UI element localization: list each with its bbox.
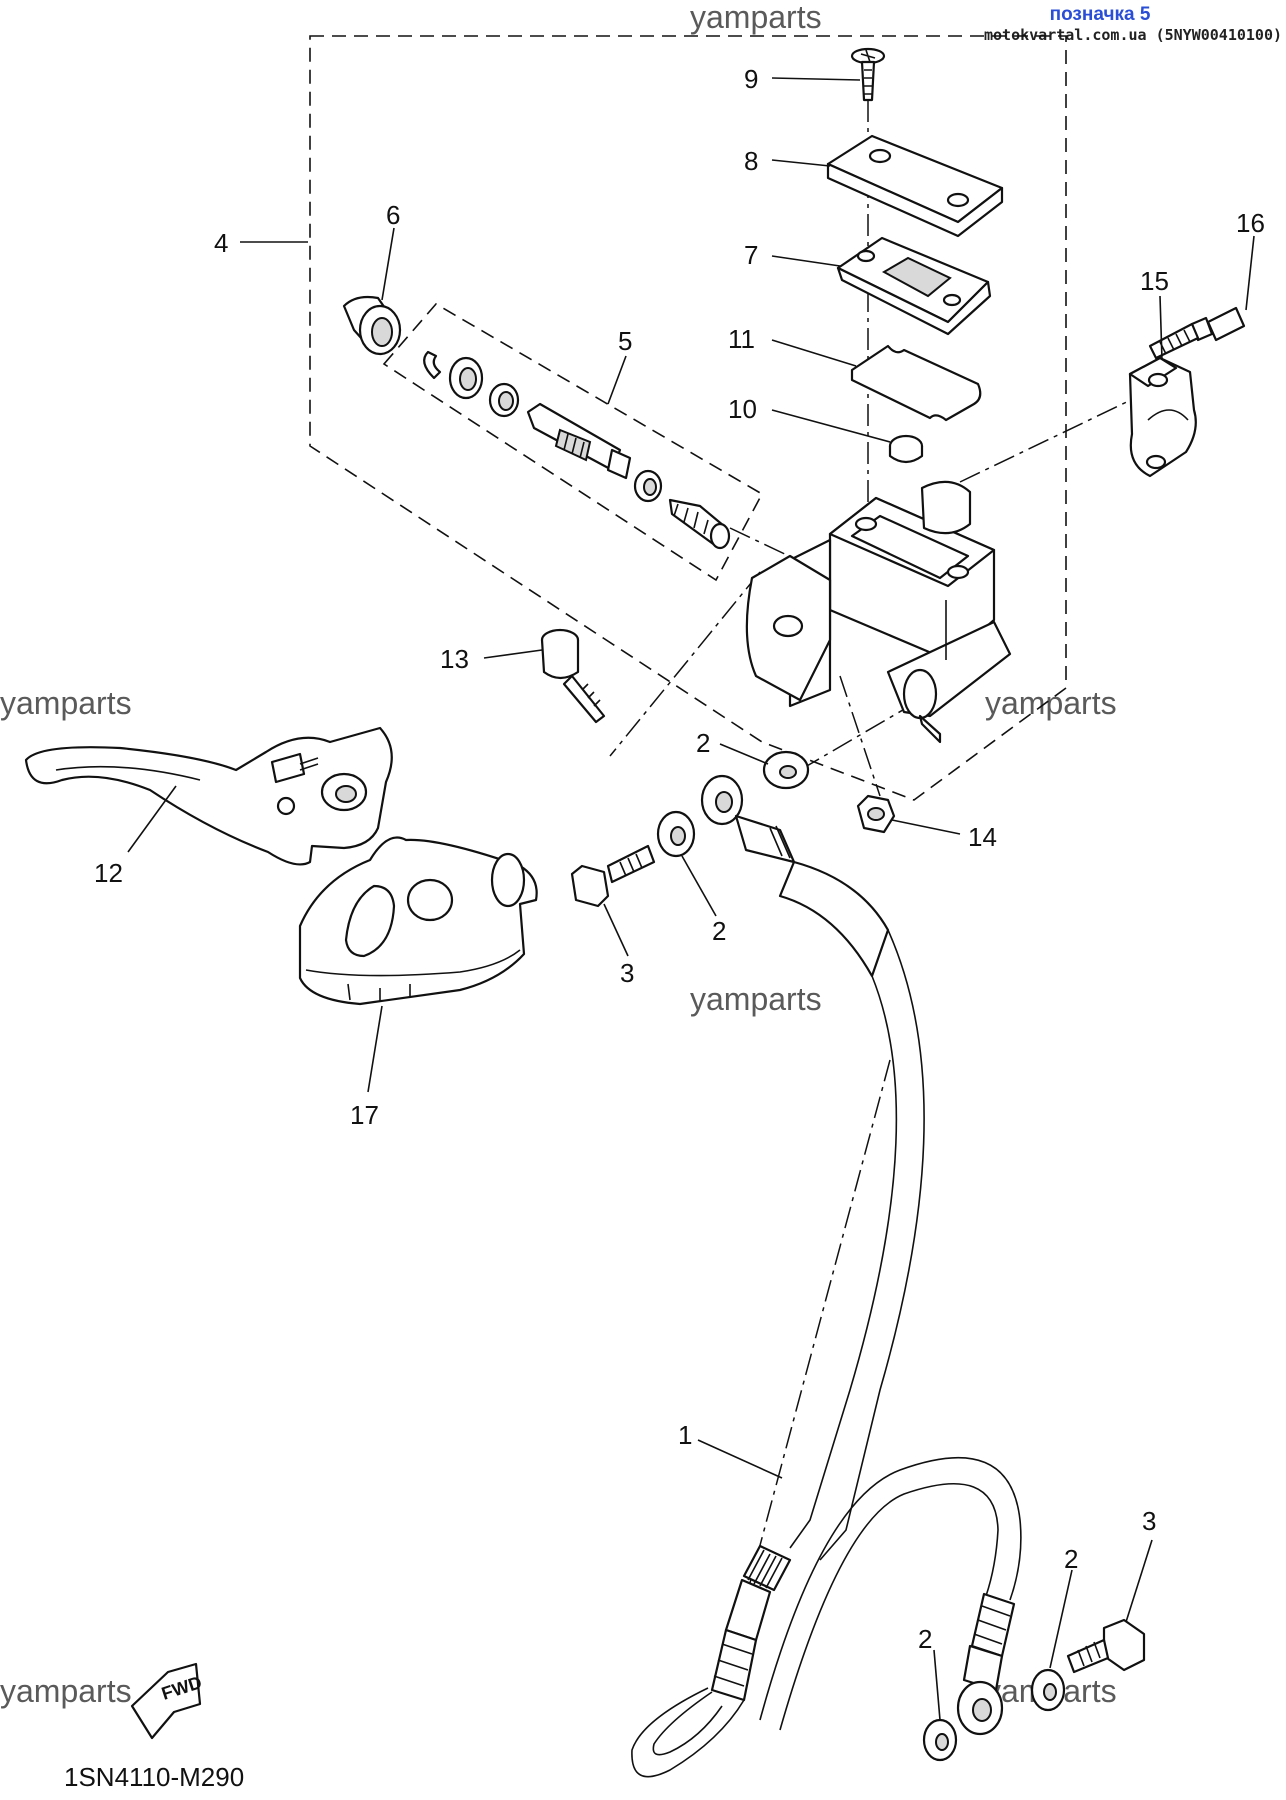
screw-part — [850, 47, 886, 102]
leader-15 — [1159, 295, 1163, 361]
boot-part — [342, 295, 402, 356]
header-title: позначка 5 — [1049, 4, 1151, 25]
callout-11: 11 — [728, 324, 755, 354]
callout-2d: 2 — [1064, 1544, 1078, 1574]
leader-13 — [483, 649, 543, 659]
watermark-top: yamparts — [690, 0, 822, 35]
handlebar-clamp-part — [1128, 356, 1197, 478]
leader-11 — [771, 339, 857, 367]
banjo-bolt-upper-part — [570, 844, 656, 908]
piston-kit-boundary — [382, 302, 764, 582]
callout-17: 17 — [350, 1100, 379, 1130]
callout-13: 13 — [440, 644, 469, 674]
axis-line-pivot — [609, 571, 761, 757]
callout-10: 10 — [728, 394, 757, 424]
leader-10 — [771, 409, 891, 443]
banjo-bolt-lower-part — [1066, 1618, 1146, 1674]
callout-15: 15 — [1140, 266, 1169, 296]
axis-line-washer — [799, 699, 921, 771]
axis-line-hose — [739, 1059, 891, 1621]
leader-5 — [607, 355, 627, 405]
leader-2b — [681, 855, 717, 917]
leader-2c — [933, 1649, 941, 1721]
leader-6 — [381, 227, 395, 301]
leader-17 — [367, 1005, 383, 1093]
diagram-code: 1SN4110-M290 — [64, 1762, 244, 1792]
axis-line-nut — [839, 675, 881, 797]
washer-lower-right-part — [1030, 1668, 1066, 1712]
washer-lower-left-part — [922, 1718, 958, 1762]
callout-3b: 3 — [1142, 1506, 1156, 1536]
assembly-boundary — [309, 35, 1067, 801]
callout-9: 9 — [744, 64, 758, 94]
leader-8 — [771, 159, 831, 167]
washer-upper-part — [762, 750, 810, 790]
leader-9 — [771, 77, 861, 81]
leader-7 — [771, 255, 841, 267]
leader-3b — [1125, 1539, 1153, 1623]
pivot-bolt-part — [540, 628, 606, 724]
callout-3a: 3 — [620, 958, 634, 988]
diaphragm-holder-part — [836, 236, 992, 336]
callout-16: 16 — [1236, 208, 1265, 238]
brake-lever-part — [24, 726, 393, 866]
leader-12 — [127, 785, 177, 853]
callout-1: 1 — [678, 1420, 692, 1450]
reservoir-cap-part — [826, 134, 1004, 238]
float-part — [888, 434, 924, 464]
watermark-right: yamparts — [985, 685, 1117, 721]
callout-14: 14 — [968, 822, 997, 852]
axis-line-piston — [729, 527, 811, 567]
master-cylinder-body — [745, 480, 1012, 744]
washer-mid-part — [656, 810, 696, 858]
leader-3a — [603, 903, 629, 957]
diaphragm-part — [850, 344, 982, 422]
watermark-center: yamparts — [690, 981, 822, 1017]
callout-7: 7 — [744, 240, 758, 270]
leader-2d — [1049, 1569, 1073, 1669]
fwd-arrow-icon: FWD — [130, 1662, 204, 1740]
callout-2c: 2 — [918, 1624, 932, 1654]
callout-2a: 2 — [696, 728, 710, 758]
piston-kit-parts — [423, 350, 731, 550]
watermark-left: yamparts — [0, 685, 132, 721]
header-source: motokvartal.com.ua (5NYW00410100) — [983, 26, 1282, 44]
brake-hose-part — [631, 774, 1022, 1778]
callout-4: 4 — [214, 228, 228, 258]
callout-2b: 2 — [712, 916, 726, 946]
nut-part — [856, 794, 896, 834]
leader-1 — [697, 1439, 783, 1479]
leader-16 — [1245, 235, 1255, 311]
clamp-bolt-part — [1148, 306, 1246, 360]
callout-6: 6 — [386, 200, 400, 230]
leader-14 — [891, 819, 961, 835]
callout-5: 5 — [618, 326, 632, 356]
callout-8: 8 — [744, 146, 758, 176]
lever-guard-part — [298, 836, 538, 1006]
callout-12: 12 — [94, 858, 123, 888]
leader-2a — [719, 743, 769, 765]
watermark-bottom-left: yamparts — [0, 1673, 132, 1709]
